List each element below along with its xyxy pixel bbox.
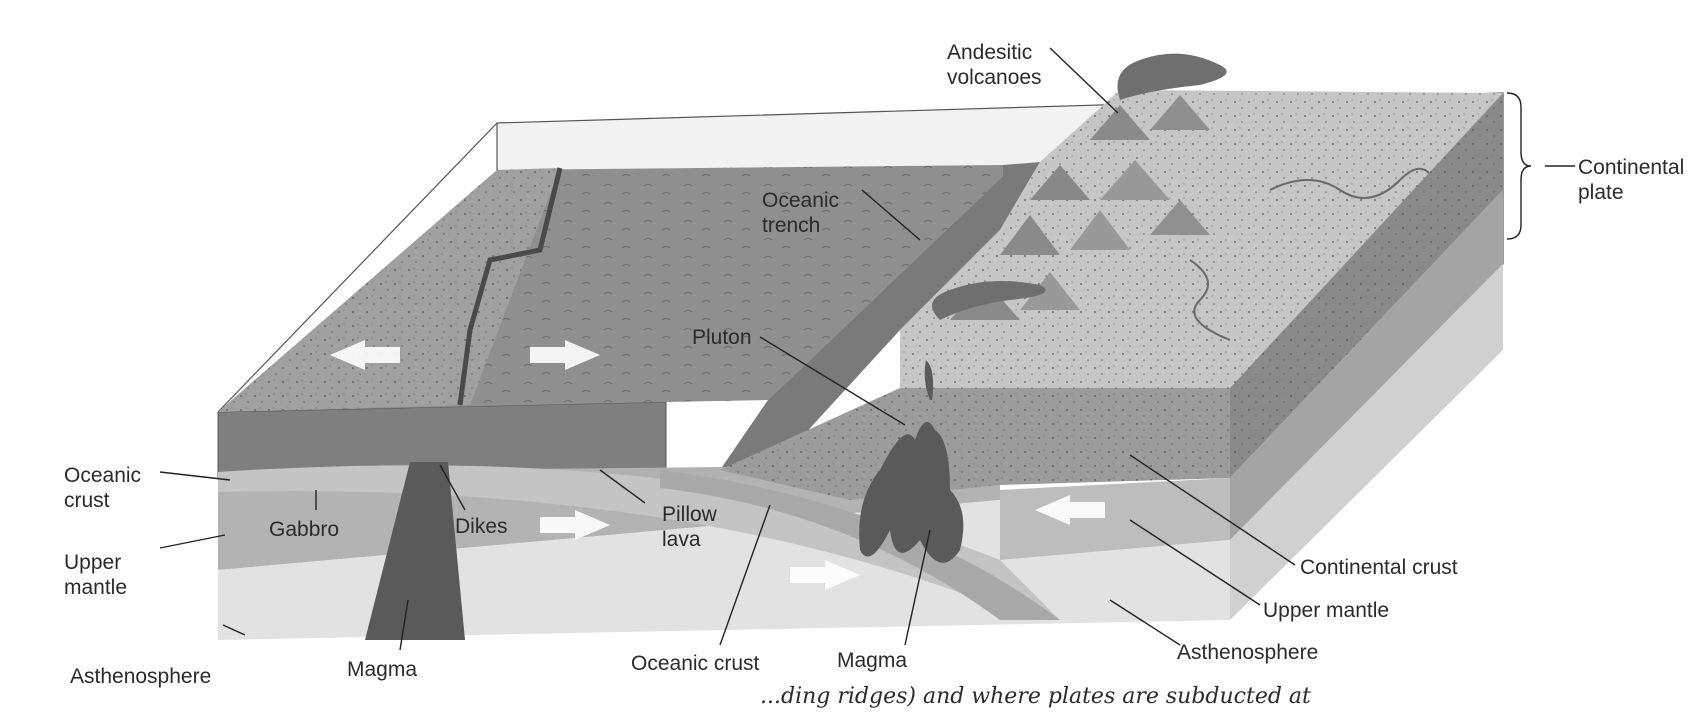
label-pluton: Pluton [692, 325, 752, 350]
label-magma-right: Magma [837, 648, 907, 673]
label-continental-plate: Continental plate [1578, 155, 1684, 205]
label-magma-left: Magma [347, 657, 417, 682]
label-andesitic-volcanoes: Andesitic volcanoes [947, 40, 1042, 90]
label-upper-mantle-right: Upper mantle [1263, 598, 1389, 623]
label-gabbro: Gabbro [269, 517, 339, 542]
label-pillow-lava: Pillow lava [662, 502, 717, 552]
label-upper-mantle-left: Upper mantle [64, 550, 127, 600]
figure-caption-fragment: ...ding ridges) and where plates are sub… [760, 684, 1311, 709]
label-oceanic-trench: Oceanic trench [762, 188, 839, 238]
label-oceanic-crust-bottom: Oceanic crust [631, 651, 759, 676]
label-asthenosphere-right: Asthenosphere [1177, 640, 1318, 665]
label-dikes: Dikes [455, 514, 508, 539]
label-oceanic-crust-left: Oceanic crust [64, 463, 141, 513]
label-asthenosphere-left: Asthenosphere [70, 664, 211, 689]
label-continental-crust: Continental crust [1300, 555, 1458, 580]
